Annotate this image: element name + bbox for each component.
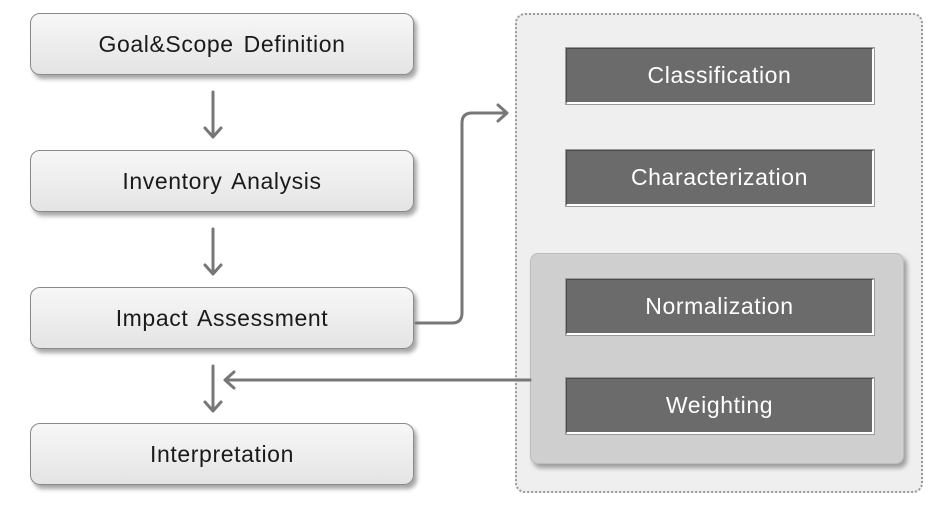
method-characterization: Characterization xyxy=(565,149,875,207)
arrow-goal-to-inventory xyxy=(203,90,223,139)
arrow-inventory-to-impact xyxy=(203,227,223,276)
method-normalization: Normalization xyxy=(565,278,875,336)
step-label: Goal&Scope Definition xyxy=(98,30,346,57)
step-impact-assessment: Impact Assessment xyxy=(30,287,414,349)
step-interpretation: Interpretation xyxy=(30,423,414,485)
step-label: Impact Assessment xyxy=(115,304,329,331)
method-label: Weighting xyxy=(665,392,774,418)
step-goal-scope-definition: Goal&Scope Definition xyxy=(30,13,414,75)
arrow-feedback-to-process xyxy=(223,370,532,390)
method-weighting: Weighting xyxy=(565,377,875,435)
step-label: Interpretation xyxy=(150,440,294,467)
method-classification: Classification xyxy=(565,47,875,105)
method-label: Characterization xyxy=(630,164,809,190)
arrow-impact-to-interpretation xyxy=(203,364,223,413)
method-label: Normalization xyxy=(645,293,794,319)
step-label: Inventory Analysis xyxy=(122,167,322,194)
step-inventory-analysis: Inventory Analysis xyxy=(30,150,414,212)
method-label: Classification xyxy=(647,62,792,88)
arrow-impact-to-panel xyxy=(414,103,509,325)
